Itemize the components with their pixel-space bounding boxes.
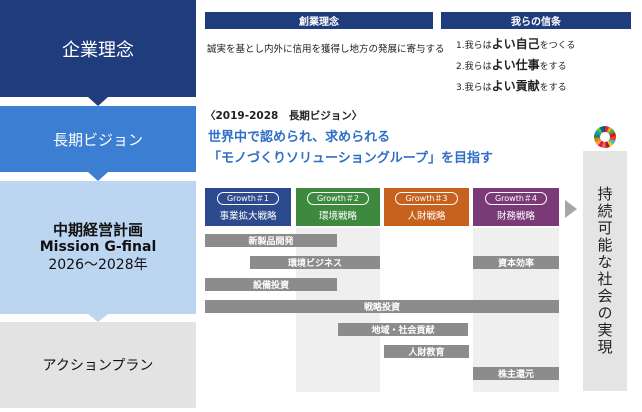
growth-1-label: 事業拡大戦略 (219, 211, 277, 222)
creed-item: 1.我らはよい自己をつくる (456, 37, 576, 51)
midterm-title: 中期経営計画 (52, 220, 143, 239)
arrow-down-icon (88, 172, 108, 181)
action-shareholder-return: 株主還元 (473, 367, 559, 380)
growth-3-box: Growth＃3 人財戦略 (384, 188, 469, 226)
philosophy-label: 企業理念 (62, 39, 134, 61)
vision-statement-1: 世界中で認められ、求められる (208, 130, 391, 145)
vision-label: 長期ビジョン (52, 130, 143, 149)
sustainability-text: 持続可能な社会の実現 (595, 186, 614, 356)
midterm-plan-box: 中期経営計画 Mission G-final 2026～2028年 (0, 181, 196, 314)
sdgs-wheel-icon (594, 126, 616, 148)
arrow-down-icon (88, 97, 108, 106)
philosophy-box: 企業理念 (0, 0, 196, 97)
action-community: 地域・社会貢献 (338, 323, 468, 336)
vision-box: 長期ビジョン (0, 106, 196, 172)
creed-header: 我らの信条 (441, 12, 631, 29)
growth-2-tag: Growth＃2 (306, 192, 370, 205)
action-env-business: 環境ビジネス (250, 256, 380, 269)
growth-3-tag: Growth＃3 (395, 192, 458, 205)
action-new-product: 新製品開発 (205, 234, 337, 247)
creed-item: 2.我らはよい仕事をする (456, 58, 567, 72)
founding-header: 創業理念 (205, 12, 433, 29)
growth-3-label: 人財戦略 (407, 211, 446, 222)
growth-4-tag: Growth＃4 (484, 192, 548, 205)
arrow-down-icon (88, 314, 108, 322)
growth-1-tag: Growth＃1 (216, 192, 280, 205)
midterm-mission: Mission G-final (39, 239, 157, 256)
vision-statement-2: 「モノづくりソリューショングループ」を目指す (208, 151, 493, 166)
founding-text: 誠実を基とし内外に信用を獲得し地方の発展に寄与する (207, 44, 445, 55)
growth-1-box: Growth＃1 事業拡大戦略 (205, 188, 291, 226)
midterm-period: 2026～2028年 (48, 256, 148, 273)
growth-4-box: Growth＃4 財務戦略 (473, 188, 559, 226)
arrow-right-icon (565, 200, 577, 218)
growth-4-label: 財務戦略 (496, 211, 535, 222)
action-plan-label: アクションプラン (42, 358, 154, 374)
sustainability-panel: 持続可能な社会の実現 (583, 151, 627, 391)
vision-heading: 〈2019-2028 長期ビジョン〉 (205, 110, 363, 122)
action-hr-education: 人財教育 (384, 345, 469, 358)
action-capital-efficiency: 資本効率 (473, 256, 559, 269)
growth-2-label: 環境戦略 (318, 211, 357, 222)
creed-item: 3.我らはよい貢献をする (456, 79, 567, 93)
growth-2-box: Growth＃2 環境戦略 (296, 188, 380, 226)
action-strategic-investment: 戦略投資 (205, 300, 559, 313)
action-plan-box: アクションプラン (0, 322, 196, 408)
action-equipment: 設備投資 (205, 278, 337, 291)
